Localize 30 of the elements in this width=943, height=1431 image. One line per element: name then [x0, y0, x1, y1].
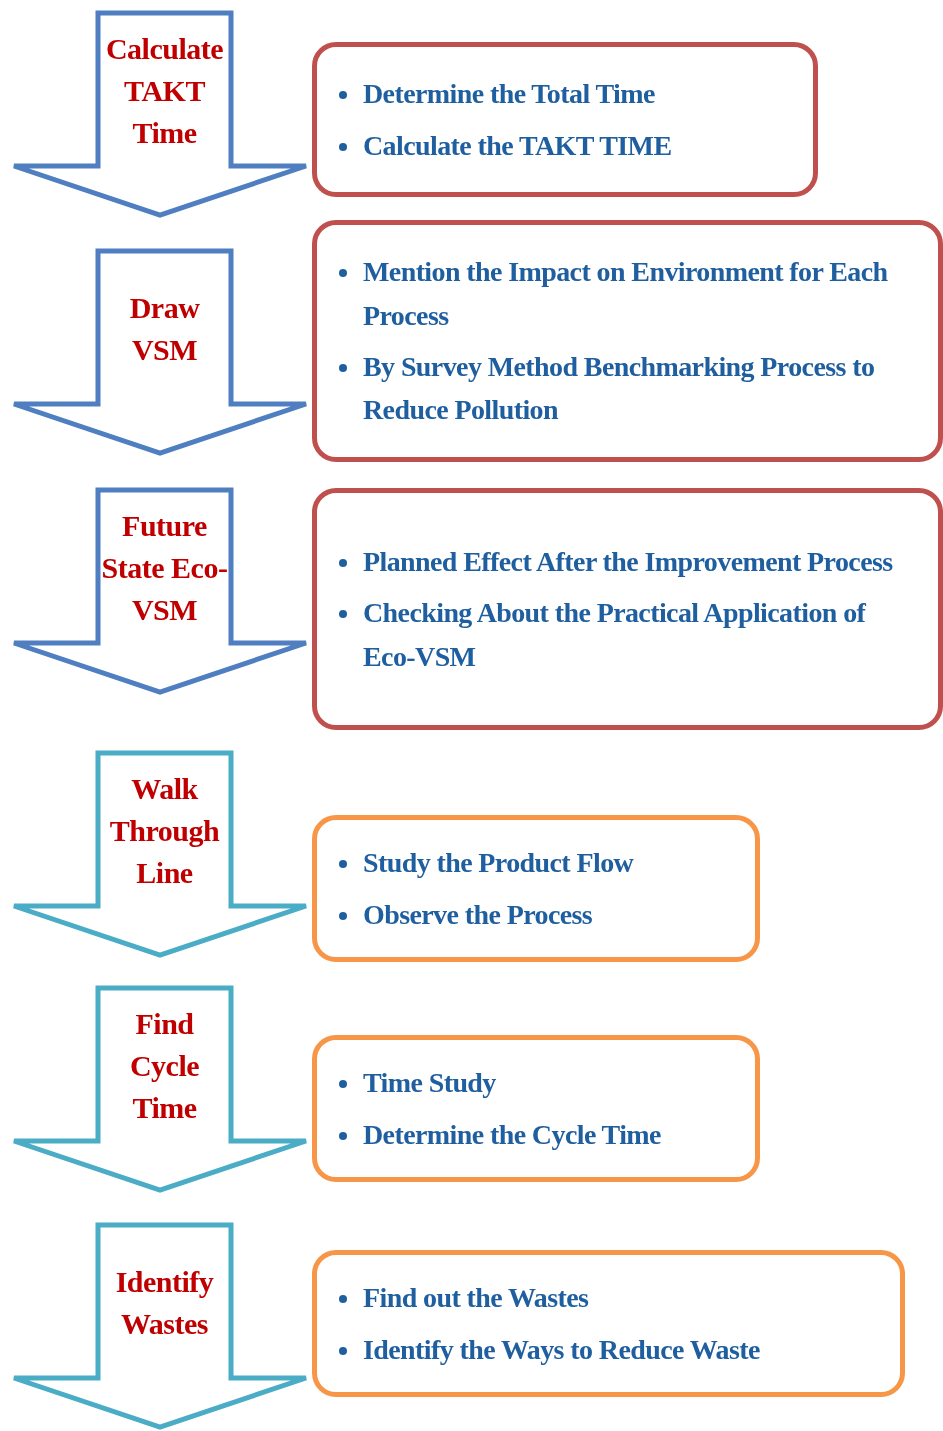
info-box — [312, 220, 943, 462]
info-box — [312, 488, 943, 730]
bullet-text: Find out the Wastes — [363, 1281, 590, 1316]
step-shape — [10, 1222, 310, 1430]
bullet-text: Determine the Cycle Time — [363, 1117, 662, 1152]
step-shape — [10, 10, 310, 218]
bullet-text: Calculate the TAKT TIME — [363, 128, 673, 163]
step-label: Draw VSM — [128, 290, 201, 368]
step-label: Walk Through Line — [108, 771, 221, 891]
step-shape — [10, 248, 310, 456]
bullet-text: Determine the Total Time — [363, 77, 656, 112]
bullet-text: By Survey Method Benchmarking Process to Reduce Pollution — [363, 350, 876, 428]
bullet-text: Observe the Process — [363, 897, 594, 932]
step-shape — [10, 985, 310, 1193]
step-label: Identify Wastes — [114, 1264, 215, 1342]
info-box — [312, 1035, 760, 1182]
step-shape — [10, 750, 310, 958]
info-box — [312, 1250, 905, 1397]
info-box — [312, 815, 760, 962]
bullet-text: Time Study — [363, 1066, 497, 1101]
bullet-text: Identify the Ways to Reduce Waste — [363, 1332, 761, 1367]
step-label: Future State Eco-VSM — [100, 508, 229, 628]
step-shape — [10, 487, 310, 695]
bullet-text: Study the Product Flow — [363, 846, 635, 881]
bullet-text: Planned Effect After the Improvement Process — [363, 544, 894, 579]
bullet-text: Checking About the Practical Application of Eco-VSM — [363, 596, 867, 674]
info-box — [312, 42, 818, 197]
step-label: Find Cycle Time — [128, 1006, 201, 1126]
step-label: Calculate TAKT Time — [104, 31, 225, 151]
bullet-text: Mention the Impact on Environment for Each Process — [363, 255, 889, 333]
